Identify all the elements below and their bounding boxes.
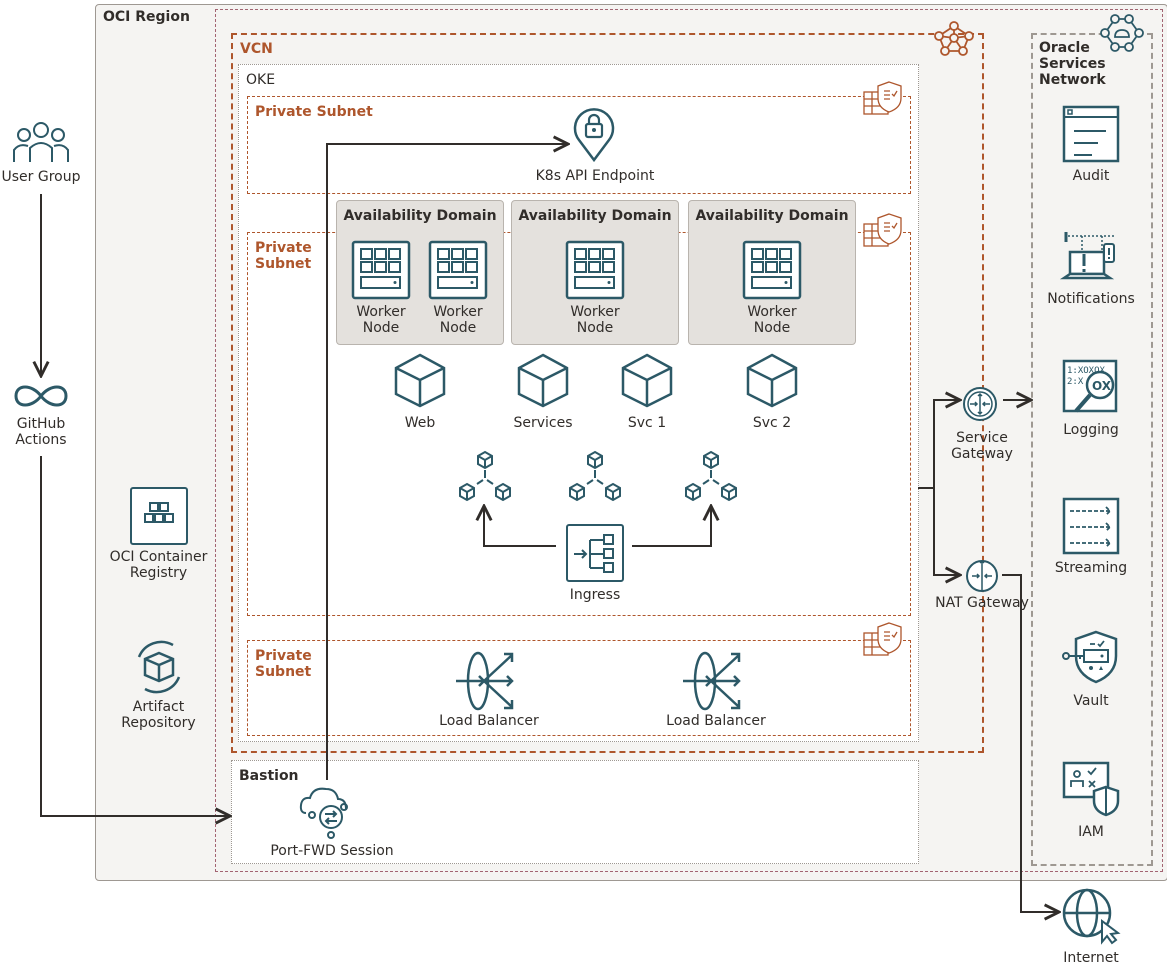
infinity-icon [14,385,68,407]
cube-cluster-icon [459,450,511,502]
artifact-repository-label: Artifact Repository [121,699,196,731]
cube-icon [746,353,798,408]
service-label: Services [513,415,573,431]
compute-node-icon [565,240,625,300]
cube-icon [517,353,569,408]
region-inner-boundary [215,9,1163,872]
compute-node-icon [428,240,488,300]
vcn-title: VCN [240,41,273,57]
globe-cursor-icon [1062,888,1121,945]
k8s-api-endpoint-label: K8s API Endpoint [535,168,655,184]
streaming-icon [1062,497,1120,555]
worker-node-label: Worker Node [747,304,797,336]
api-subnet-title: Private Subnet [255,104,373,120]
worker-node-label: Worker Node [433,304,483,336]
load-balancer-label: Load Balancer [439,713,539,729]
osn-service-label: Logging [1063,422,1119,438]
iam-icon [1062,761,1120,817]
audit-icon [1062,105,1120,163]
compute-node-icon [742,240,802,300]
osn-cloud-icon [1100,14,1144,52]
security-list-icon [863,622,902,656]
oci-region-title: OCI Region [103,9,190,25]
registry-icon [130,487,188,545]
bastion-title: Bastion [239,768,299,784]
osn-service-label: Notifications [1047,291,1135,307]
users-icon [13,122,69,162]
security-list-icon [863,81,902,115]
svg-text:1:XOXOX: 1:XOXOX [1067,366,1106,376]
worker-node-label: Worker Node [356,304,406,336]
cube-cluster-icon [569,450,621,502]
ingress-icon [566,524,624,582]
osn-service-label: IAM [1078,824,1104,840]
service-gateway-label: Service Gateway [951,430,1013,462]
worker-node-label: Worker Node [570,304,620,336]
cloud-port-forward-icon [299,787,348,839]
github-actions-label: GitHub Actions [15,416,67,448]
vcn-network-icon [934,21,974,56]
load-balancer-label: Load Balancer [666,713,766,729]
osn-service-label: Streaming [1054,560,1128,576]
oke-title: OKE [246,72,276,88]
load-balancer-icon [683,651,741,711]
ingress-label: Ingress [569,587,621,603]
cube-cluster-icon [685,450,737,502]
location-lock-icon [573,108,615,163]
service-gateway-icon [963,387,997,421]
osn-title: Oracle Services Network [1039,40,1106,88]
ad-title: Availability Domain [695,208,849,224]
lb-subnet-title: Private Subnet [255,648,312,680]
container-registry-label: OCI Container Registry [109,549,208,581]
user-group-label: User Group [1,169,81,185]
lb-private-subnet [247,640,911,736]
svg-text:OX: OX [1092,379,1112,393]
cube-icon [621,353,673,408]
notifications-icon [1059,232,1115,280]
security-list-icon [863,213,902,247]
service-label: Svc 1 [627,415,667,431]
ad-title: Availability Domain [518,208,672,224]
nat-gateway-label: NAT Gateway [935,595,1029,611]
cube-icon [394,353,446,408]
internet-label: Internet [1063,950,1119,966]
worker-subnet-title: Private Subnet [255,240,312,272]
package-cycle-icon [137,640,181,694]
nat-gateway-icon [966,559,998,592]
compute-node-icon [351,240,411,300]
osn-service-label: Vault [1073,693,1109,709]
vault-icon [1062,630,1118,684]
port-fwd-session-label: Port-FWD Session [270,843,394,859]
load-balancer-icon [456,651,514,711]
osn-service-label: Audit [1072,168,1110,184]
service-label: Web [404,415,436,431]
ad-title: Availability Domain [343,208,497,224]
oracle-services-network [1031,33,1153,866]
svg-text:2:X: 2:X [1067,377,1084,387]
service-label: Svc 2 [752,415,792,431]
api-private-subnet [247,96,911,194]
